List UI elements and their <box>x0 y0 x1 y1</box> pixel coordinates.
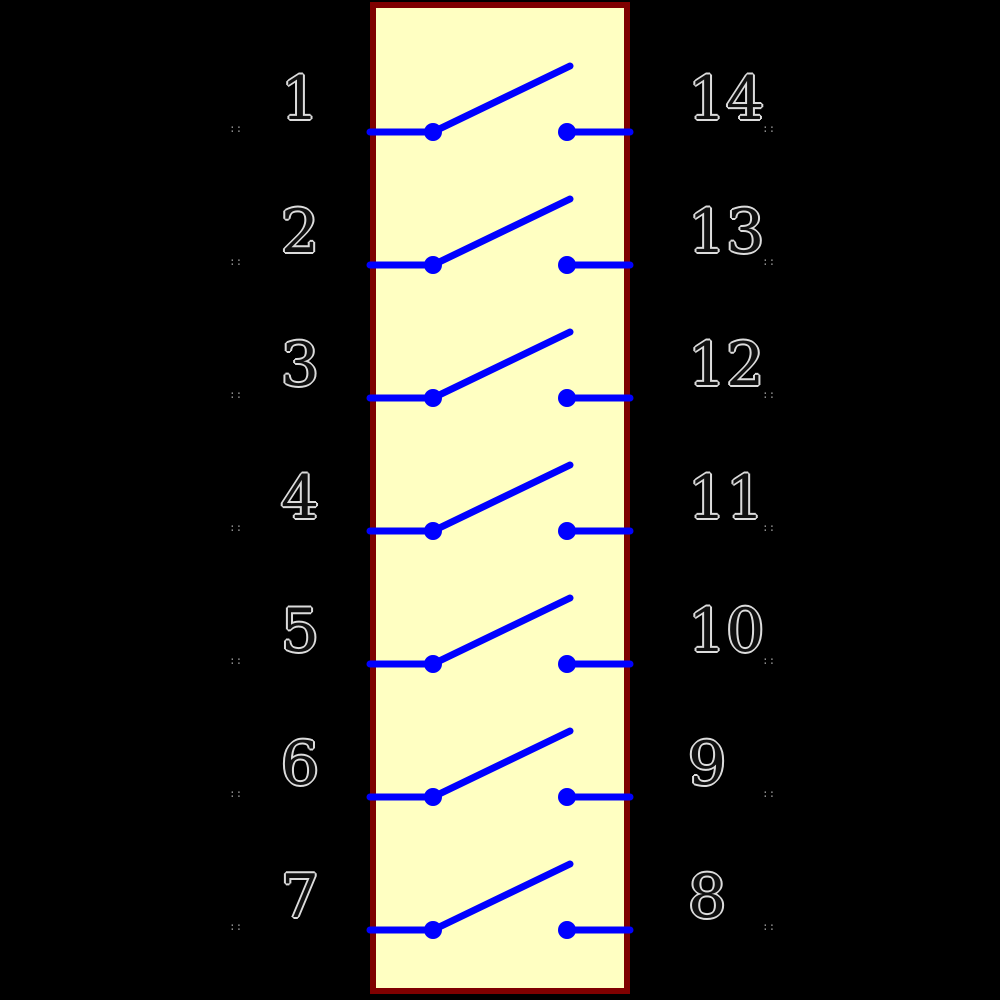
switch-7-8 <box>366 860 634 939</box>
switch-6-9 <box>366 727 634 806</box>
switch-blade <box>429 727 574 801</box>
contact-dot-left <box>424 655 442 673</box>
pin-tick-right-8: :: <box>762 920 776 933</box>
contact-dot-right <box>558 921 576 939</box>
switch-blade <box>429 195 574 269</box>
pin-number-5: 5 <box>280 596 320 666</box>
switch-blade <box>429 328 574 402</box>
contact-dot-right <box>558 655 576 673</box>
contact-dot-left <box>424 256 442 274</box>
switch-blade <box>429 860 574 934</box>
pin-tick-left-3: :: <box>229 388 243 401</box>
pin-tick-left-2: :: <box>229 255 243 268</box>
pin-tick-left-1: :: <box>229 122 243 135</box>
contact-dot-left <box>424 389 442 407</box>
pin-number-9: 9 <box>688 729 727 799</box>
contact-dot-left <box>424 522 442 540</box>
switch-3-12 <box>366 328 634 407</box>
pin-tick-right-13: :: <box>762 255 776 268</box>
contact-dot-right <box>558 522 576 540</box>
contact-dot-right <box>558 256 576 274</box>
pin-number-13: 13 <box>688 197 765 267</box>
contact-dot-left <box>424 123 442 141</box>
switch-2-13 <box>366 195 634 274</box>
pin-tick-left-4: :: <box>229 521 243 534</box>
pin-number-14: 14 <box>688 64 765 134</box>
contact-dot-right <box>558 788 576 806</box>
pin-number-12: 12 <box>688 330 765 400</box>
pin-number-10: 10 <box>688 596 765 666</box>
pin-tick-left-6: :: <box>229 787 243 800</box>
contact-dot-right <box>558 389 576 407</box>
pin-tick-left-5: :: <box>229 654 243 667</box>
pin-number-8: 8 <box>688 862 727 932</box>
pin-number-2: 2 <box>280 197 320 267</box>
contact-dot-right <box>558 123 576 141</box>
pin-tick-right-14: :: <box>762 122 776 135</box>
switch-5-10 <box>366 594 634 673</box>
pin-number-3: 3 <box>280 330 320 400</box>
pin-number-11: 11 <box>688 463 765 533</box>
switch-blade <box>429 461 574 535</box>
switch-1-14 <box>366 62 634 141</box>
pin-tick-right-9: :: <box>762 787 776 800</box>
pin-tick-right-10: :: <box>762 654 776 667</box>
contact-dot-left <box>424 788 442 806</box>
pin-tick-right-11: :: <box>762 521 776 534</box>
pin-number-1: 1 <box>280 64 320 134</box>
switch-blade <box>429 62 574 136</box>
pin-number-6: 6 <box>280 729 320 799</box>
switch-4-11 <box>366 461 634 540</box>
pin-tick-left-7: :: <box>229 920 243 933</box>
switch-blade <box>429 594 574 668</box>
pin-tick-right-12: :: <box>762 388 776 401</box>
pin-number-7: 7 <box>280 862 320 932</box>
contact-dot-left <box>424 921 442 939</box>
pin-number-4: 4 <box>280 463 320 533</box>
